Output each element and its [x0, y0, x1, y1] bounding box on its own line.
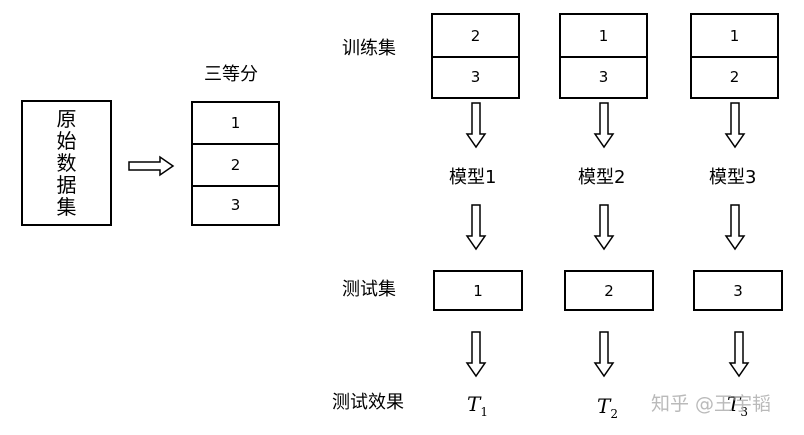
result-label: T2: [597, 396, 618, 420]
test-set-label: 测试集: [342, 279, 396, 300]
down-arrow: [465, 331, 487, 378]
train-part: 2: [470, 26, 481, 45]
model-label: 模型2: [578, 167, 626, 188]
result-label: T1: [467, 394, 488, 418]
train-part: 1: [598, 26, 609, 45]
raw-data-label: 原 始 数 据 集: [23, 102, 110, 224]
result-base: T: [597, 394, 611, 418]
split-part: 2: [193, 143, 278, 185]
split-arrow: [128, 155, 175, 177]
down-arrow: [593, 204, 615, 251]
test-part: 3: [733, 281, 743, 300]
train-set-box: 2 3: [431, 13, 520, 99]
model-label: 模型1: [449, 167, 497, 188]
result-base: T: [467, 392, 481, 416]
down-arrow: [724, 102, 746, 149]
split-part: 3: [193, 185, 278, 224]
train-set-box: 1 3: [559, 13, 648, 99]
down-arrow: [593, 102, 615, 149]
down-arrow: [465, 204, 487, 251]
raw-data-char: 原: [56, 107, 77, 131]
watermark-text: 知乎 @王宇韬: [651, 393, 772, 415]
test-set-box: 1: [433, 270, 523, 311]
test-part: 2: [604, 281, 614, 300]
raw-data-char: 始: [56, 129, 77, 153]
raw-data-char: 据: [56, 173, 77, 197]
train-set-box: 1 2: [690, 13, 779, 99]
test-set-box: 3: [693, 270, 783, 311]
result-subscript: 2: [610, 407, 618, 421]
model-label: 模型3: [709, 167, 757, 188]
train-part: 3: [561, 56, 646, 96]
raw-data-box: 原 始 数 据 集: [21, 100, 112, 226]
result-base: T: [727, 392, 741, 416]
down-arrow: [724, 204, 746, 251]
result-subscript: 3: [740, 405, 748, 419]
train-set-label: 训练集: [342, 38, 396, 59]
split-box: 1 2 3: [191, 101, 280, 226]
raw-data-char: 集: [56, 195, 77, 219]
train-part: 1: [729, 26, 740, 45]
test-set-box: 2: [564, 270, 654, 311]
split-part: 1: [230, 114, 241, 132]
test-part: 1: [473, 281, 483, 300]
train-part: 2: [692, 56, 777, 96]
result-subscript: 1: [480, 405, 488, 419]
test-effect-label: 测试效果: [332, 392, 404, 413]
split-title: 三等分: [204, 64, 258, 85]
raw-data-char: 数: [56, 151, 77, 175]
down-arrow: [593, 331, 615, 378]
down-arrow: [728, 331, 750, 378]
train-part: 3: [433, 56, 518, 96]
result-label: T3: [727, 394, 748, 418]
down-arrow: [465, 102, 487, 149]
